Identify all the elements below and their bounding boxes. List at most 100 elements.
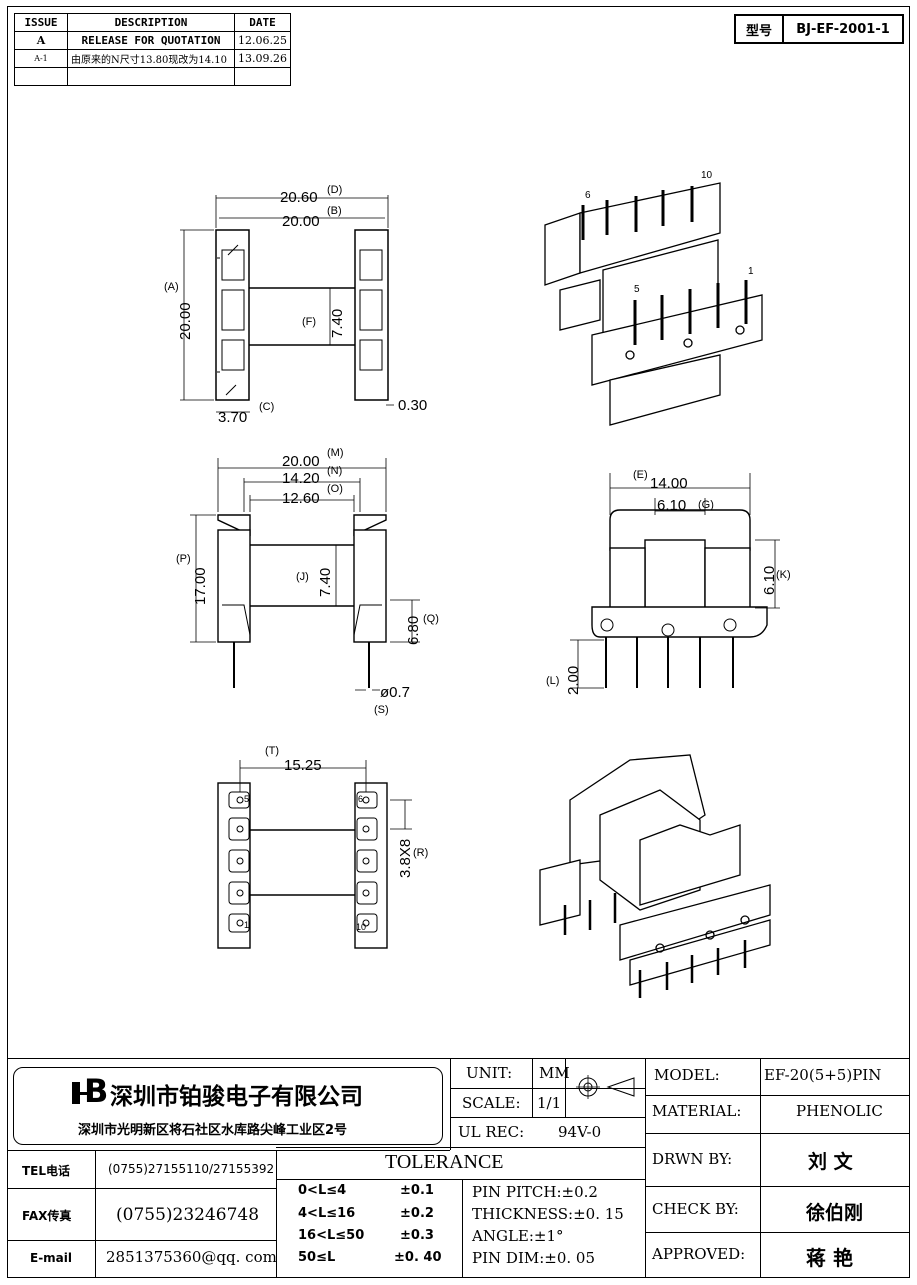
check-label: CHECK BY: bbox=[652, 1200, 739, 1218]
material-label: MATERIAL: bbox=[652, 1102, 742, 1120]
dim-s-value: ø0.7 bbox=[380, 684, 410, 701]
iso-pin-6: 6 bbox=[585, 190, 591, 201]
fax-label: FAX传真 bbox=[22, 1209, 72, 1223]
dim-r-tag: (R) bbox=[413, 847, 428, 859]
tel-label: TEL电话 bbox=[22, 1164, 71, 1178]
tolerance-value: ±0.3 bbox=[400, 1228, 434, 1243]
date-cell: 12.06.25 bbox=[234, 31, 291, 50]
material-value: PHENOLIC bbox=[796, 1102, 883, 1120]
dim-m-value: 20.00 bbox=[282, 453, 320, 470]
approved-value: 蒋 艳 bbox=[806, 1246, 853, 1270]
part-code-box: 型号 BJ-EF-2001-1 bbox=[734, 14, 904, 44]
revision-row: A RELEASE FOR QUOTATION 12.06.25 bbox=[14, 31, 291, 50]
pin-label-10: 10 bbox=[356, 922, 366, 932]
dim-f-tag: (F) bbox=[302, 316, 316, 328]
description-cell: RELEASE FOR QUOTATION bbox=[67, 31, 235, 50]
top-view: 20.60 (D) 20.00 (B) 20.00 (A) 7.40 (F) 3… bbox=[164, 184, 427, 426]
tolerance-range: 16<L≤50 bbox=[298, 1228, 365, 1243]
dim-q-value: 6.80 bbox=[405, 616, 422, 645]
tolerance-range: 4<L≤16 bbox=[298, 1206, 356, 1221]
part-code-value: BJ-EF-2001-1 bbox=[796, 21, 890, 37]
tel-value: (0755)27155110/27155392 bbox=[108, 1162, 275, 1176]
company-logo: B bbox=[72, 1075, 108, 1108]
side-view: 14.00 (E) 6.10 (G) 6.10 (K) 2.00 (L) bbox=[546, 469, 791, 695]
dim-p-tag: (P) bbox=[176, 553, 191, 565]
dim-q-tag: (Q) bbox=[423, 613, 439, 625]
dim-p-value: 17.00 bbox=[192, 567, 209, 605]
date-header: DATE bbox=[234, 13, 291, 32]
dim-a-value: 20.00 bbox=[177, 302, 194, 340]
dim-j-value: 7.40 bbox=[317, 568, 334, 597]
tolerance-range: 0<L≤4 bbox=[298, 1183, 347, 1198]
ul-value: 94V-0 bbox=[558, 1123, 602, 1141]
dim-o-value: 12.60 bbox=[282, 490, 320, 507]
model-label: MODEL: bbox=[654, 1066, 720, 1084]
dim-c-value: 3.70 bbox=[218, 409, 247, 426]
dim-s-tag: (S) bbox=[374, 704, 389, 716]
dim-j-tag: (J) bbox=[296, 571, 309, 583]
dim-l-value: 2.00 bbox=[565, 666, 582, 695]
dim-k-value: 6.10 bbox=[761, 566, 778, 595]
dim-030-value: 0.30 bbox=[398, 397, 427, 414]
dim-t-tag: (T) bbox=[265, 745, 279, 757]
revision-table: ISSUE DESCRIPTION DATE A RELEASE FOR QUO… bbox=[14, 13, 291, 86]
dim-d-tag: (D) bbox=[327, 184, 342, 196]
front-view: 20.00 (M) 14.20 (N) 12.60 (O) 17.00 (P) … bbox=[176, 447, 439, 716]
email-label: E-mail bbox=[30, 1251, 73, 1265]
iso-pin-10: 10 bbox=[701, 170, 713, 181]
iso-pin-5: 5 bbox=[634, 284, 640, 295]
dim-g-tag: (G) bbox=[698, 499, 714, 511]
angle: ANGLE:±1° bbox=[472, 1227, 564, 1245]
revision-row-empty bbox=[14, 67, 291, 86]
scale-value: 1/1 bbox=[537, 1094, 562, 1112]
pin-pitch: PIN PITCH:±0.2 bbox=[472, 1183, 598, 1201]
iso-pin-1: 1 bbox=[748, 266, 754, 277]
dim-b-tag: (B) bbox=[327, 205, 342, 217]
tolerance-value: ±0. 40 bbox=[394, 1250, 442, 1265]
dim-b-value: 20.00 bbox=[282, 213, 320, 230]
tolerance-value: ±0.2 bbox=[400, 1206, 434, 1221]
approved-label: APPROVED: bbox=[652, 1245, 746, 1263]
dim-c-tag: (C) bbox=[259, 401, 274, 413]
dim-o-tag: (O) bbox=[327, 483, 343, 495]
fax-value: (0755)23246748 bbox=[116, 1205, 260, 1225]
email-value: 2851375360@qq. com bbox=[106, 1248, 277, 1266]
scale-label: SCALE: bbox=[462, 1094, 521, 1112]
pin-label-5: 5 bbox=[244, 794, 249, 804]
dim-d-value: 20.60 bbox=[280, 189, 318, 206]
description-header: DESCRIPTION bbox=[67, 13, 235, 32]
part-code-label: 型号 bbox=[736, 16, 784, 42]
dim-t-value: 15.25 bbox=[284, 757, 322, 774]
iso-view-top: 6 10 5 1 bbox=[544, 170, 763, 426]
date-cell: 13.09.26 bbox=[234, 49, 291, 68]
drawn-value: 刘 文 bbox=[808, 1151, 853, 1173]
unit-label: UNIT: bbox=[466, 1064, 513, 1082]
dim-g-value: 6.10 bbox=[657, 497, 686, 514]
company-address: 深圳市光明新区将石社区水库路尖峰工业区2号 bbox=[78, 1123, 348, 1138]
tolerance-value: ±0.1 bbox=[400, 1183, 434, 1198]
dim-m-tag: (M) bbox=[327, 447, 344, 459]
iso-view-bottom bbox=[539, 754, 771, 998]
thickness: THICKNESS:±0. 15 bbox=[472, 1205, 624, 1223]
tolerance-range: 50≤L bbox=[298, 1250, 336, 1265]
dim-a-tag: (A) bbox=[164, 281, 179, 293]
dim-l-tag: (L) bbox=[546, 675, 559, 687]
dim-n-tag: (N) bbox=[327, 465, 342, 477]
unit-value: MM bbox=[539, 1064, 570, 1082]
model-value: EF-20(5+5)PIN bbox=[764, 1066, 882, 1084]
dim-k-tag: (K) bbox=[776, 569, 791, 581]
ul-label: UL REC: bbox=[458, 1123, 525, 1141]
pin-dim: PIN DIM:±0. 05 bbox=[472, 1249, 596, 1267]
drawn-label: DRWN BY: bbox=[652, 1150, 733, 1168]
revision-header-row: ISSUE DESCRIPTION DATE bbox=[14, 13, 291, 32]
drawing-views: 20.60 (D) 20.00 (B) 20.00 (A) 7.40 (F) 3… bbox=[164, 170, 791, 998]
dim-e-value: 14.00 bbox=[650, 475, 688, 492]
tolerance-title: TOLERANCE bbox=[385, 1151, 504, 1173]
dim-f-value: 7.40 bbox=[329, 309, 346, 338]
company-box bbox=[13, 1067, 443, 1145]
projection-symbol-icon bbox=[576, 1075, 635, 1099]
bottom-view: 15.25 (T) 3.8X8 (R) 5 6 1 10 bbox=[217, 745, 428, 949]
dim-n-value: 14.20 bbox=[282, 470, 320, 487]
sheet-border bbox=[7, 6, 910, 1278]
